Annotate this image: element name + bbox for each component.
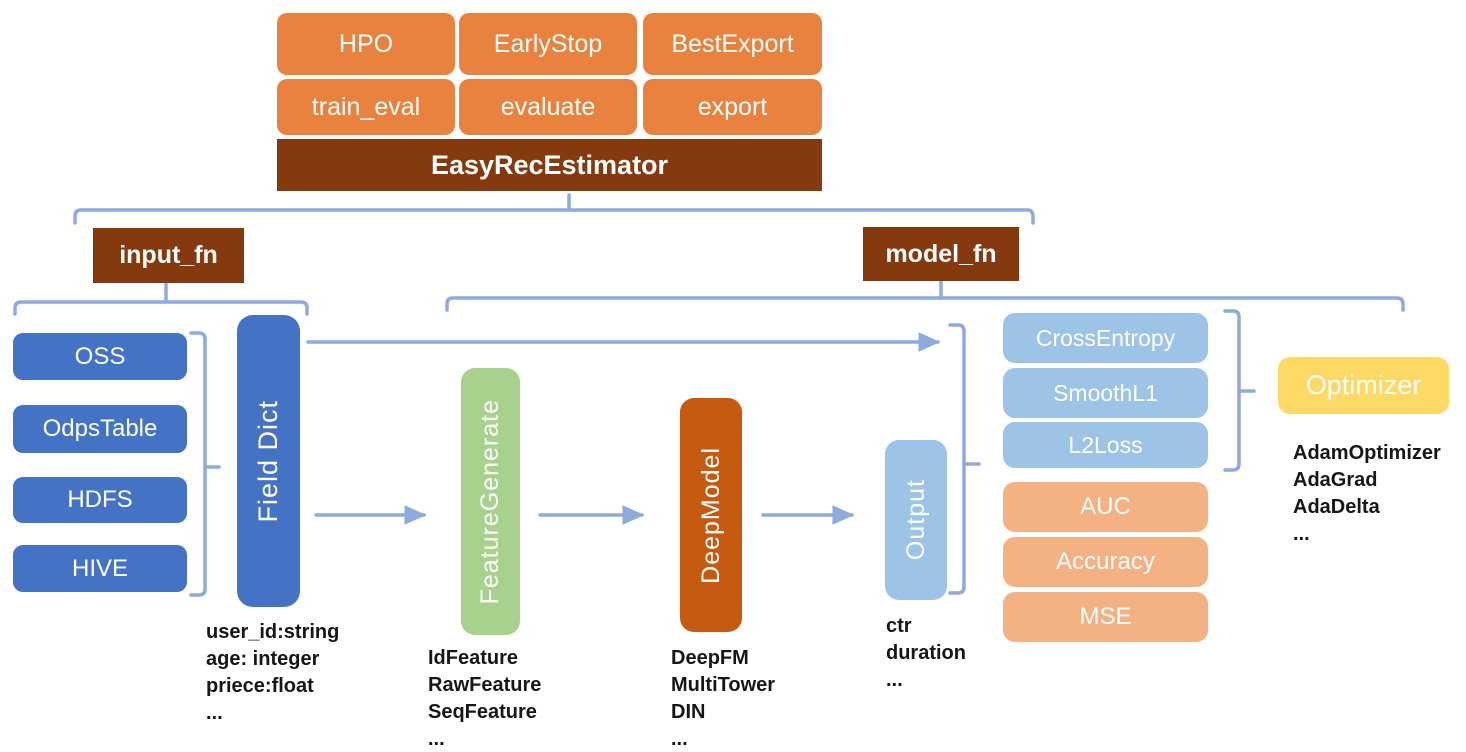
capability-bestexport-label: BestExport (671, 29, 794, 58)
optimizer-example-line: ... (1293, 523, 1310, 545)
model-example-line: MultiTower (671, 674, 776, 696)
capability-earlystop-label: EarlyStop (493, 29, 603, 58)
output-bracket (948, 323, 966, 595)
loss-bracket (1223, 309, 1241, 472)
input-fn-label: input_fn (119, 241, 218, 269)
source-hdfs-label: HDFS (67, 486, 133, 513)
capability-hpo: HPO (277, 13, 455, 75)
method-train-eval-label: train_eval (311, 92, 421, 121)
output-example-line: duration (886, 642, 966, 664)
field-dict-node: Field Dict (237, 315, 300, 607)
metric-auc-label: AUC (1080, 493, 1131, 520)
estimator-label: EasyRecEstimator (430, 149, 669, 180)
model-example-line: DIN (671, 701, 706, 723)
schema-line: priece:float (206, 675, 314, 697)
feature-generate-label: FeatureGenerate (476, 398, 504, 605)
schema-line: age: integer (206, 648, 320, 670)
model-example-line: DeepFM (671, 647, 749, 669)
source-hive-label: HIVE (71, 554, 128, 582)
loss-crossentropy: CrossEntropy (1003, 313, 1208, 363)
output-example-line: ctr (886, 615, 912, 637)
method-evaluate-label: evaluate (500, 92, 596, 121)
loss-l2loss-label: L2Loss (1068, 431, 1143, 458)
source-odpstable-label: OdpsTable (42, 415, 158, 442)
feature-example-line: RawFeature (428, 674, 542, 696)
source-odpstable: OdpsTable (13, 405, 187, 453)
model-fn-node: model_fn (863, 227, 1019, 281)
output-node: Output (885, 440, 947, 600)
estimator-brace (73, 208, 1035, 225)
method-export-label: export (697, 92, 768, 121)
sources-bracket (189, 331, 207, 597)
input-fn-node: input_fn (93, 228, 244, 283)
optimizer-example-line: AdaGrad (1293, 469, 1378, 491)
feature-example-line: SeqFeature (428, 701, 537, 723)
feature-example-line: IdFeature (428, 647, 519, 669)
method-evaluate: evaluate (459, 79, 637, 135)
input-fn-brace (13, 300, 309, 316)
metric-accuracy: Accuracy (1003, 537, 1208, 587)
feature-generate-node: FeatureGenerate (461, 368, 520, 635)
capability-earlystop: EarlyStop (459, 13, 637, 75)
metric-accuracy-label: Accuracy (1056, 548, 1155, 575)
deep-model-node: DeepModel (680, 398, 742, 632)
output-examples-note: ctr duration ... (886, 613, 966, 694)
method-export: export (643, 79, 822, 135)
estimator-bar: EasyRecEstimator (277, 139, 822, 191)
loss-crossentropy-label: CrossEntropy (1035, 324, 1176, 351)
capability-bestexport: BestExport (643, 13, 822, 75)
field-dict-label: Field Dict (253, 399, 283, 523)
deep-model-label: DeepModel (696, 446, 725, 584)
source-oss-label: OSS (74, 342, 126, 370)
metric-auc: AUC (1003, 482, 1208, 532)
capability-hpo-label: HPO (338, 29, 394, 58)
optimizer-node: Optimizer (1278, 357, 1449, 414)
metric-mse-label: MSE (1079, 603, 1132, 630)
output-example-line: ... (886, 669, 903, 691)
schema-line: ... (206, 702, 223, 724)
optimizer-example-line: AdamOptimizer (1293, 442, 1441, 464)
source-hive: HIVE (13, 545, 187, 592)
schema-line: user_id:string (206, 621, 340, 643)
feature-examples-note: IdFeature RawFeature SeqFeature ... (428, 645, 541, 752)
loss-smoothl1-label: SmoothL1 (1053, 379, 1158, 406)
model-fn-brace (445, 296, 1405, 312)
model-fn-label: model_fn (885, 239, 997, 268)
source-hdfs: HDFS (13, 477, 187, 523)
output-label: Output (901, 479, 930, 561)
field-dict-schema-note: user_id:string age: integer priece:float… (206, 619, 339, 727)
optimizer-label: Optimizer (1305, 370, 1422, 400)
feature-example-line: ... (428, 728, 445, 750)
model-example-line: ... (671, 728, 688, 750)
optimizer-examples-note: AdamOptimizer AdaGrad AdaDelta ... (1293, 440, 1441, 548)
loss-l2loss: L2Loss (1003, 422, 1208, 468)
method-train-eval: train_eval (277, 79, 455, 135)
loss-smoothl1: SmoothL1 (1003, 368, 1208, 418)
source-oss: OSS (13, 333, 187, 380)
metric-mse: MSE (1003, 592, 1208, 642)
optimizer-example-line: AdaDelta (1293, 496, 1380, 518)
model-examples-note: DeepFM MultiTower DIN ... (671, 645, 775, 752)
